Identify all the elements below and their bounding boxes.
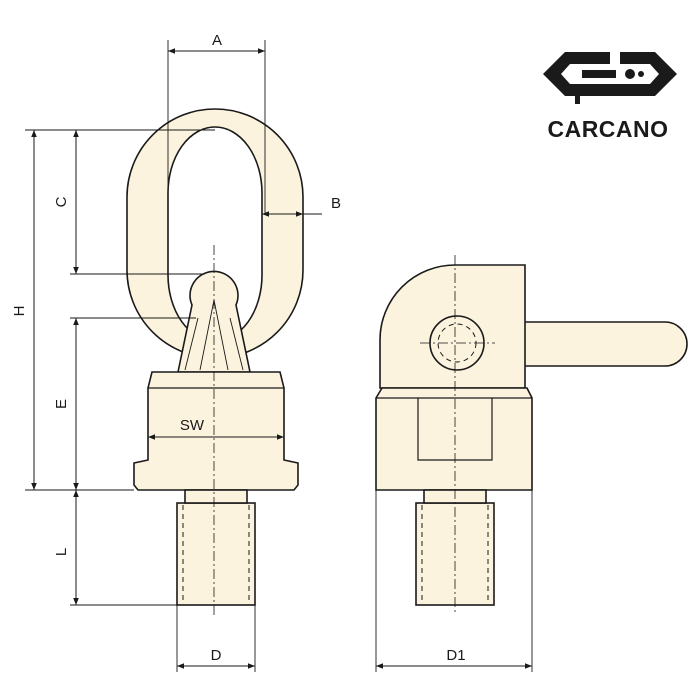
dim-B: B [331, 195, 341, 212]
dim-E: E [53, 399, 70, 409]
dim-D1: D1 [446, 647, 465, 664]
side-view [375, 255, 688, 615]
body [133, 371, 299, 491]
dim-D: D [211, 647, 222, 664]
front-view [126, 108, 304, 615]
side-body [375, 387, 533, 491]
dim-C: C [53, 196, 70, 207]
dim-H: H [11, 306, 28, 317]
dimension-lines: A B H C E L SW D D1 [11, 32, 533, 672]
dim-L: L [53, 548, 70, 556]
dim-A: A [212, 32, 222, 49]
dim-SW: SW [180, 417, 205, 434]
carcano-logo: CARCANO [543, 52, 677, 142]
threaded-shank [176, 502, 256, 606]
brand-name: CARCANO [547, 116, 668, 142]
